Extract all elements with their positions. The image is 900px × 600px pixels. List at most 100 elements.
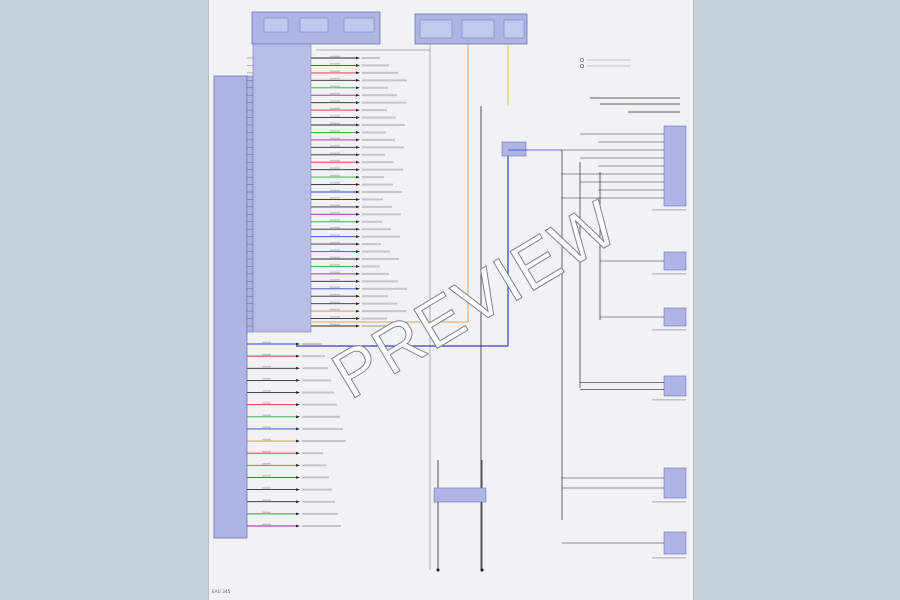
right-module-1: [663, 125, 687, 207]
wire-code: [330, 107, 340, 110]
main-control-module: [213, 75, 248, 539]
bolt-arrow-icon: [356, 145, 360, 149]
destination-label: [362, 183, 393, 186]
bolt-arrow-icon: [296, 488, 300, 491]
wire-code: [330, 182, 340, 184]
destination-label: [362, 138, 395, 141]
destination-label: [302, 488, 332, 491]
bolt-arrow-icon: [356, 56, 360, 60]
bolt-arrow-icon: [356, 220, 360, 224]
destination-label: [362, 64, 389, 67]
destination-label: [362, 302, 397, 305]
bolt-arrow-icon: [356, 205, 360, 209]
destination-label: [362, 71, 398, 74]
joint-connector-lower: [433, 487, 487, 503]
wire-code: [262, 414, 271, 416]
destination-label: [302, 427, 343, 430]
wire-code: [262, 511, 271, 513]
wire-code: [330, 100, 340, 102]
wire-code: [330, 293, 340, 296]
destination-label: [302, 452, 323, 455]
wire-code: [262, 341, 271, 344]
bolt-arrow-icon: [356, 265, 360, 268]
wire-code: [330, 115, 340, 117]
wire-code: [330, 308, 340, 311]
destination-label: [362, 228, 391, 231]
destination-label: [362, 198, 383, 201]
destination-label: [362, 265, 380, 268]
destination-label: [302, 512, 338, 515]
wire-code: [330, 55, 340, 58]
wire-code: [262, 378, 271, 380]
bolt-arrow-icon: [356, 212, 360, 216]
wire-code: [262, 438, 271, 441]
destination-label: [362, 295, 388, 298]
bolt-arrow-icon: [356, 101, 360, 105]
bolt-arrow-icon: [356, 294, 360, 298]
destination-label: [362, 250, 390, 253]
destination-label: [302, 403, 337, 406]
bolt-arrow-icon: [296, 439, 300, 443]
connector-icon: [579, 57, 585, 63]
destination-label: [362, 258, 399, 260]
bolt-arrow-icon: [356, 235, 360, 239]
destination-label: [362, 124, 405, 126]
destination-label: [362, 176, 384, 179]
destination-label: [362, 287, 407, 290]
wire-code: [330, 145, 340, 147]
destination-label: [362, 131, 386, 134]
bolt-arrow-icon: [356, 317, 360, 320]
wire-code: [330, 316, 340, 318]
bolt-arrow-icon: [356, 272, 360, 276]
right-module-column: [508, 97, 680, 520]
destination-label: [302, 464, 326, 467]
destination-label: [302, 476, 329, 479]
bolt-arrow-icon: [356, 198, 360, 201]
bolt-arrow-icon: [296, 366, 300, 370]
wire-code: [330, 234, 340, 236]
bolt-arrow-icon: [296, 354, 300, 358]
bolt-arrow-icon: [296, 500, 300, 504]
lower-wire-harness: [247, 341, 346, 528]
destination-label: [362, 109, 387, 112]
right-modules: [562, 125, 687, 559]
bolt-arrow-icon: [356, 302, 360, 306]
wire-code: [330, 219, 340, 221]
destination-label: [362, 235, 400, 238]
bolt-arrow-icon: [356, 86, 360, 90]
wire-code: [330, 122, 340, 125]
wire-code: [262, 450, 271, 453]
wire-code: [330, 63, 340, 65]
bolt-arrow-icon: [296, 463, 300, 467]
wire-code: [330, 323, 340, 326]
destination-label: [362, 310, 406, 313]
wire-code: [330, 152, 340, 154]
bolt-arrow-icon: [296, 415, 300, 419]
destination-label: [362, 220, 382, 223]
wire-code: [330, 197, 340, 199]
top-module-center-sub-a: [419, 19, 453, 39]
bolt-arrow-icon: [296, 379, 300, 382]
destination-label: [362, 94, 397, 97]
wire-code: [262, 353, 271, 356]
destination-label: [302, 500, 335, 503]
bolt-arrow-icon: [356, 64, 360, 67]
destination-label: [302, 440, 346, 443]
wire-code: [262, 426, 271, 429]
wire-code: [262, 523, 271, 526]
legend-symbols: [579, 57, 630, 69]
top-module-center-sub-c: [503, 19, 525, 39]
destination-label: [362, 205, 392, 208]
destination-label: [362, 168, 403, 171]
bolt-arrow-icon: [296, 512, 300, 516]
destination-label: [362, 79, 407, 82]
bolt-arrow-icon: [356, 257, 360, 261]
bolt-arrow-icon: [296, 427, 300, 431]
bolt-arrow-icon: [296, 524, 300, 528]
bolt-arrow-icon: [356, 138, 360, 142]
wire-code: [330, 212, 340, 214]
wire-code: [330, 159, 340, 162]
destination-label: [362, 86, 388, 89]
destination-label: [362, 280, 398, 283]
upper-wire-harness: [247, 55, 407, 328]
